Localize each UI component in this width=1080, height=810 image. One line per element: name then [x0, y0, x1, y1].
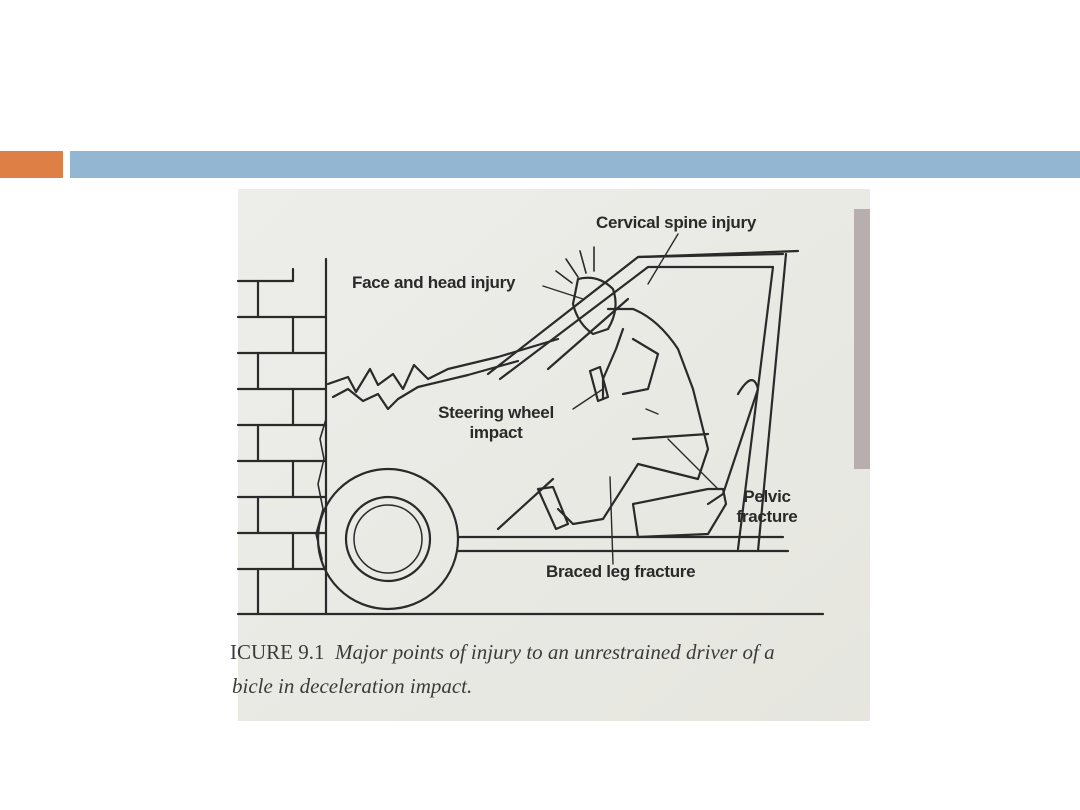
label-steering-line2: impact	[469, 423, 523, 442]
brick-wall	[236, 257, 328, 616]
title-accent-orange	[0, 151, 63, 178]
caption-text-line2: bicle in deceleration impact.	[232, 674, 473, 698]
impact-marks	[555, 246, 595, 284]
caption-figure-number: ICURE 9.1	[230, 640, 325, 664]
label-cervical-spine-injury: Cervical spine injury	[596, 213, 756, 232]
label-pointers	[542, 233, 719, 565]
car-floor	[236, 477, 825, 616]
label-pelvic-line1: Pelvic	[743, 487, 791, 506]
title-accent-bar	[70, 151, 1080, 178]
label-pelvic-line2: fracture	[736, 507, 798, 526]
crash-illustration	[236, 189, 870, 721]
caption-text-line1: Major points of injury to an unrestraine…	[335, 640, 775, 664]
label-pelvic-fracture: Pelvic fracture	[722, 487, 812, 527]
figure-caption: ICURE 9.1 Major points of injury to an u…	[230, 635, 870, 703]
label-steering-wheel-impact: Steering wheel impact	[421, 403, 571, 443]
caption-line1: ICURE 9.1 Major points of injury to an u…	[230, 635, 870, 669]
crumpled-hood	[326, 337, 560, 411]
label-steering-line1: Steering wheel	[438, 403, 554, 422]
car-windshield-roof	[486, 249, 800, 553]
label-face-head-injury: Face and head injury	[352, 273, 516, 292]
injury-diagram-photo: Cervical spine injury Face and head inju…	[230, 189, 870, 721]
label-braced-leg-fracture: Braced leg fracture	[546, 562, 696, 581]
front-wheel	[316, 467, 460, 611]
